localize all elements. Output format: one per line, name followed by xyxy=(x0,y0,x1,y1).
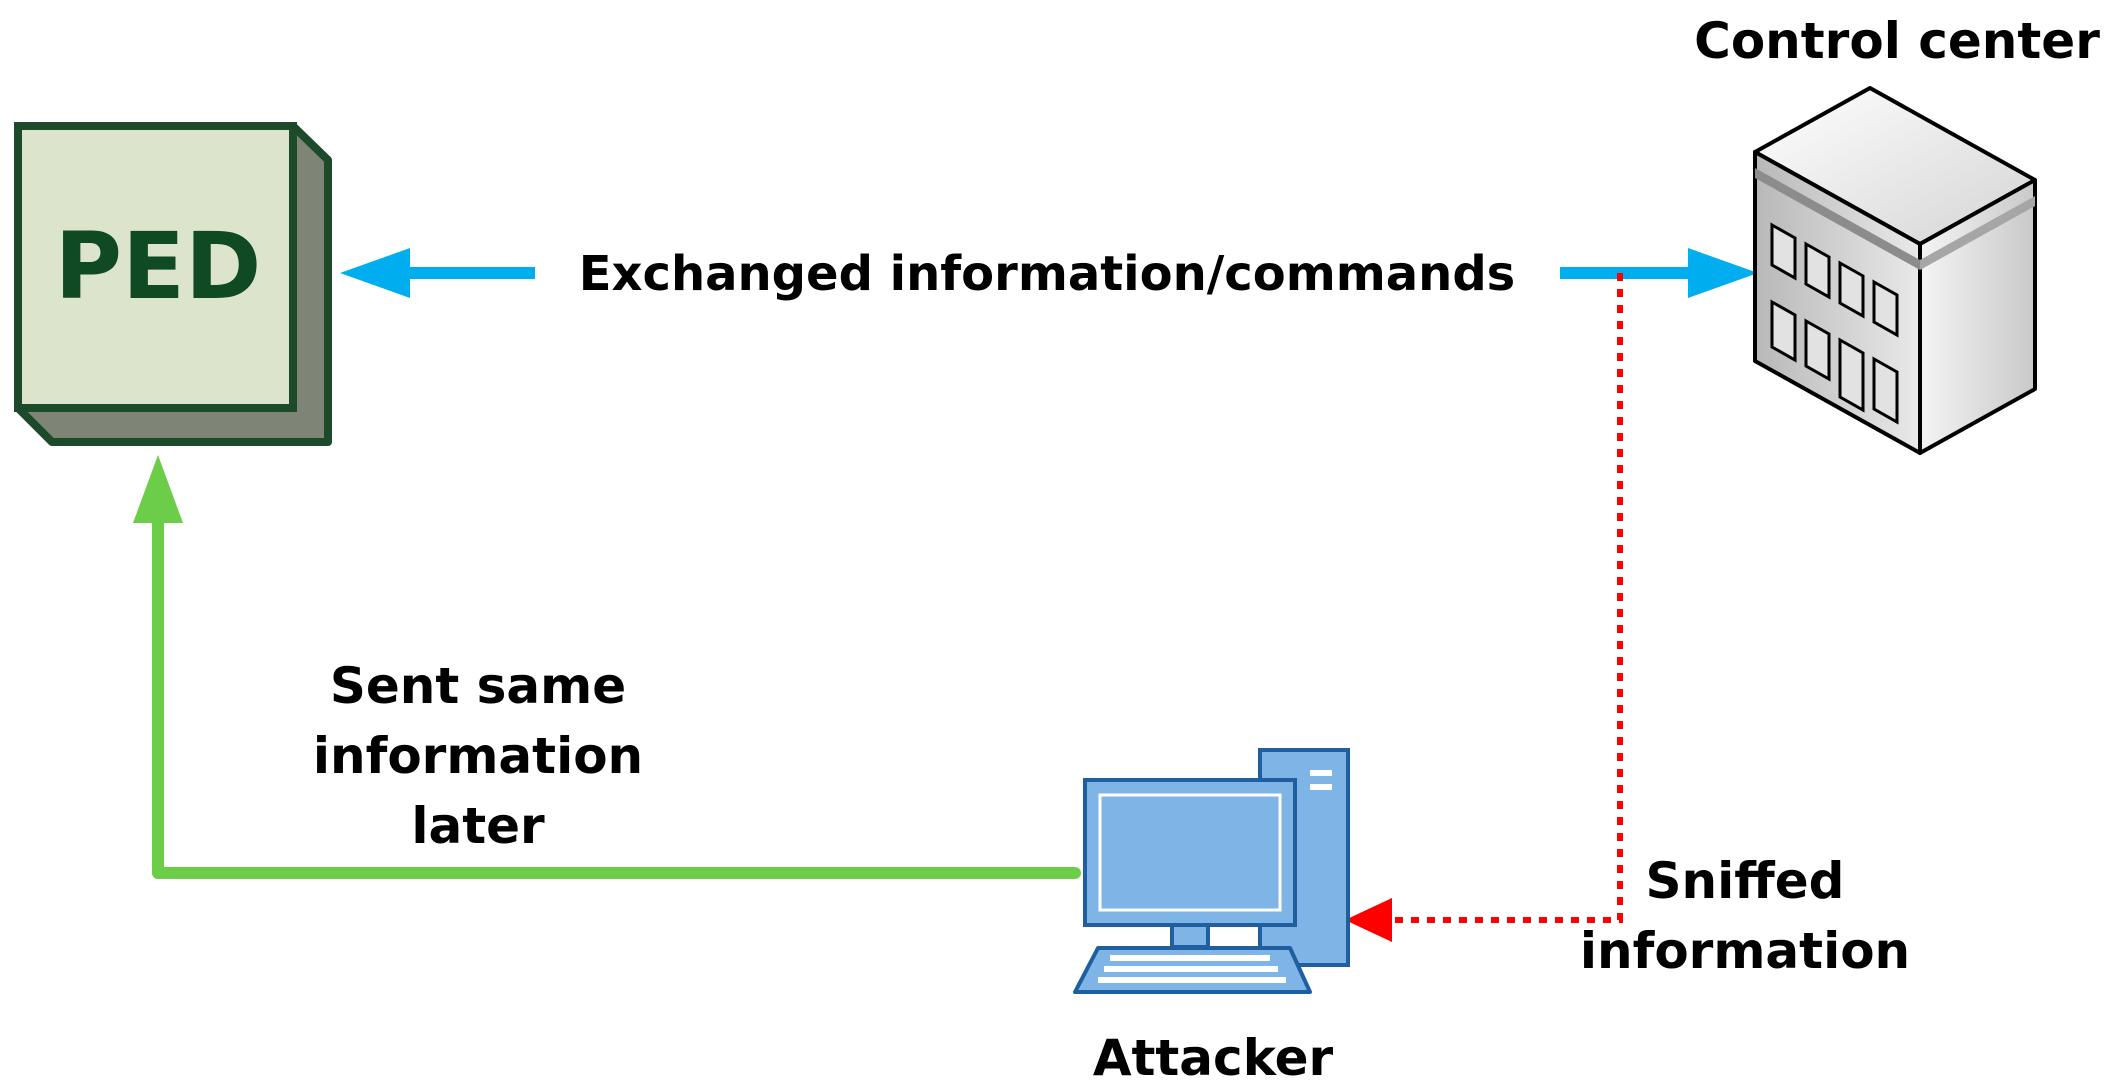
sniffed-label-line1: Sniffed xyxy=(1646,852,1845,910)
replay-line xyxy=(152,504,1081,879)
replay-arrowhead xyxy=(133,455,183,523)
exchange-arrow: Exchanged information/commands xyxy=(340,246,1758,302)
sniff-path xyxy=(1345,273,1623,942)
window xyxy=(1838,260,1865,319)
ped-box-face xyxy=(14,122,297,412)
building-band xyxy=(1755,168,1920,270)
exchange-arrowhead-right xyxy=(1688,248,1758,298)
sniffed-label-line2: information xyxy=(1580,922,1910,980)
building-icon xyxy=(1753,86,2037,455)
control-center-label: Control center xyxy=(1694,12,2100,70)
monitor-screen xyxy=(1098,793,1282,912)
window xyxy=(1804,318,1831,382)
replay-path xyxy=(133,455,1081,879)
tower-slot xyxy=(1310,770,1332,776)
window xyxy=(1770,222,1797,281)
sniff-line xyxy=(1395,273,1623,923)
desktop-computer-icon xyxy=(1073,748,1350,994)
exchange-arrowhead-left xyxy=(340,248,410,298)
window xyxy=(1770,299,1797,363)
ped-label: PED xyxy=(55,213,262,320)
keyboard-keys xyxy=(1098,955,1286,983)
tower-slot xyxy=(1310,784,1332,790)
sniff-arrowhead xyxy=(1345,898,1392,942)
door xyxy=(1838,337,1865,413)
replay-label-line2: information xyxy=(313,727,643,785)
window xyxy=(1872,356,1899,425)
ped-node: PED xyxy=(14,122,332,446)
monitor-stand xyxy=(1170,923,1210,949)
window xyxy=(1804,241,1831,300)
attacker-label: Attacker xyxy=(1093,1029,1334,1087)
window xyxy=(1872,279,1899,338)
replay-label-line3: later xyxy=(411,797,545,855)
replay-label-line1: Sent same xyxy=(330,657,626,715)
exchange-label: Exchanged information/commands xyxy=(579,246,1516,302)
building-band-side xyxy=(1920,196,2035,270)
